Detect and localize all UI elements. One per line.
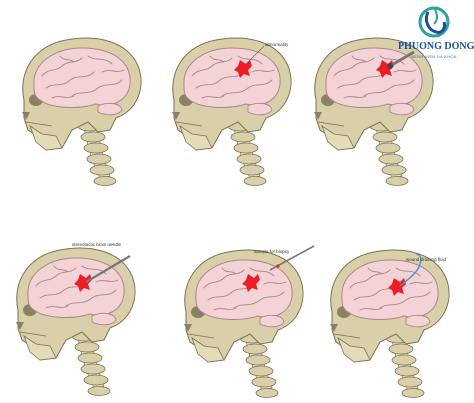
abnormality-marker: [388, 278, 406, 296]
panel-2: abnormality: [171, 37, 292, 186]
hospital-logo: PHUONG DONG BENH VIEN DA KHOA: [398, 4, 474, 70]
panel-4-label: stereotactic brain needle: [72, 242, 122, 247]
burr-hole-drill-icon: [387, 50, 415, 69]
logo-subtitle: BENH VIEN DA KHOA: [411, 54, 457, 59]
panel-3: [313, 37, 434, 186]
logo-emblem-icon: [418, 6, 450, 38]
panel-5-label: sample for biopsy: [254, 249, 290, 254]
panel-1: [21, 37, 142, 186]
stereotactic-needle: [85, 255, 131, 283]
logo-name: PHUONG DONG: [398, 41, 474, 52]
panel-4: stereotactic brain needle: [15, 242, 136, 396]
panel-6: wound draining fluid: [329, 249, 450, 398]
panel-6-label: wound draining fluid: [406, 257, 447, 262]
drain-tube-icon: [399, 253, 422, 287]
panel-5: sample for biopsy: [183, 245, 315, 398]
abnormality-marker: [234, 60, 252, 78]
abnormality-marker: [242, 274, 260, 292]
abnormality-marker: [74, 274, 92, 292]
biopsy-sample-icon: [276, 264, 280, 268]
panel-2-label: abnormality: [265, 42, 289, 47]
